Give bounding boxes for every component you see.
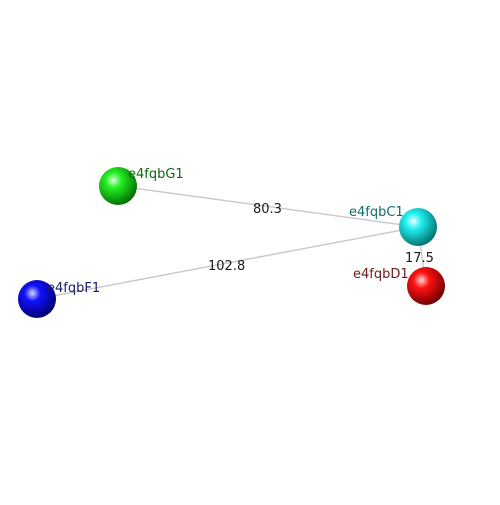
- atom-label-c1: e4fqbC1: [349, 205, 404, 220]
- atom-sphere-g1[interactable]: [99, 167, 137, 205]
- distance-label-c1-d1: 17.5: [405, 251, 434, 266]
- distance-label-f1-c1: 102.8: [208, 259, 245, 274]
- atom-sphere-d1[interactable]: [407, 267, 445, 305]
- atom-sphere-f1[interactable]: [18, 280, 56, 318]
- atom-label-d1: e4fqbD1: [353, 267, 409, 282]
- atom-sphere-c1[interactable]: [399, 208, 437, 246]
- atom-label-g1: e4fqbG1: [128, 167, 184, 182]
- atom-label-f1: e4fqbF1: [47, 281, 100, 296]
- distance-label-g1-c1: 80.3: [253, 202, 282, 217]
- distance-line-g1-c1: [117, 185, 419, 228]
- distance-line-f1-c1: [36, 226, 419, 300]
